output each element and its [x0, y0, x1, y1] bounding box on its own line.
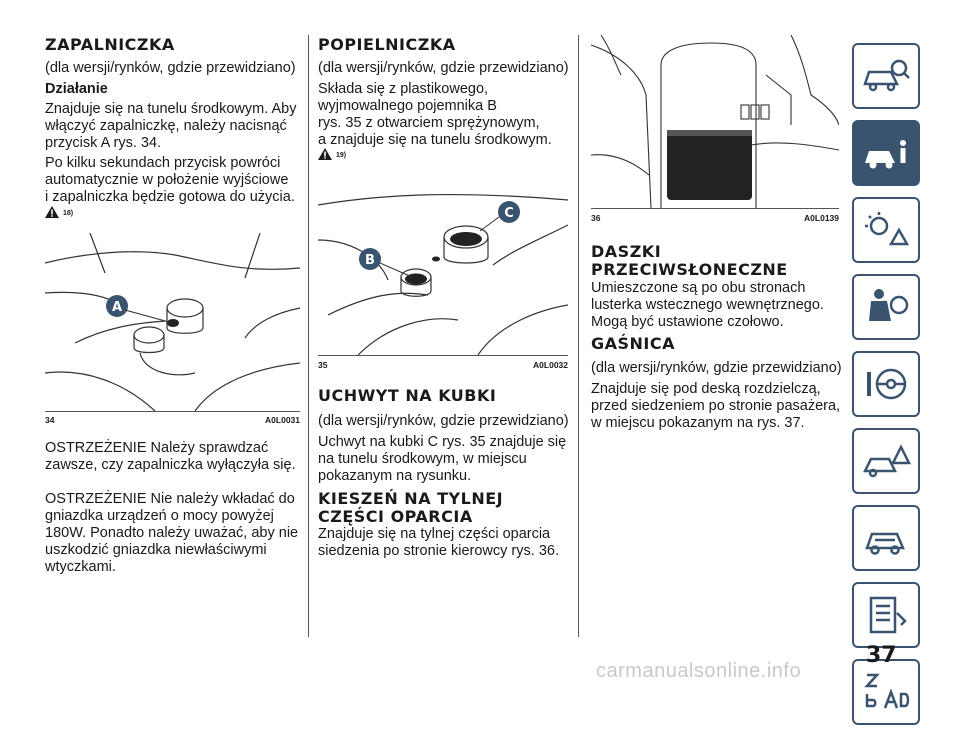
column-divider	[308, 35, 309, 637]
chapter-tab-7[interactable]	[852, 505, 920, 571]
paragraph: Znajduje się pod deską rozdzielczą, prze…	[591, 381, 841, 431]
steering-wheel-icon	[867, 368, 907, 400]
figure-label-b: B	[365, 253, 375, 268]
chapter-tab-8[interactable]	[852, 582, 920, 648]
section-title-lighter: ZAPALNICZKA	[45, 35, 175, 54]
paragraph: Uchwyt na kubki C rys. 35 znajduje się n…	[318, 434, 567, 484]
alphabet-index-icon	[864, 673, 910, 709]
warning-triangle-icon	[45, 206, 59, 218]
figure-caption-35: 35 A0L0032	[318, 360, 568, 370]
warning-reference: 19)	[318, 148, 346, 160]
chapter-tab-9[interactable]	[852, 659, 920, 725]
ashtray-cupholder-illustration: B C	[317, 193, 569, 356]
warning-text-1: OSTRZEŻENIE Należy sprawdzać zawsze, czy…	[45, 440, 296, 473]
car-service-icon	[865, 532, 905, 555]
chapter-tab-2-active[interactable]	[852, 120, 920, 186]
section-title-ashtray: POPIELNICZKA	[318, 35, 456, 54]
paragraph: Znajduje się na tunelu środkowym. Aby wł…	[45, 101, 297, 151]
paragraph: Znajduje się na tylnej części oparcia si…	[318, 526, 559, 559]
chapter-tab-5[interactable]	[852, 351, 920, 417]
figure-35: B C	[317, 185, 569, 356]
section-title-extinguisher: GAŚNICA	[591, 334, 676, 353]
car-search-icon	[863, 59, 910, 92]
warning-lights-icon	[865, 212, 910, 246]
figure-caption-34: 34 A0L0031	[45, 415, 300, 425]
warning-reference: 18)	[45, 206, 73, 218]
page-number: 37	[866, 643, 897, 668]
car-warning-triangle-icon	[862, 444, 911, 478]
paragraph: Umieszczone są po obu stronach lusterka …	[591, 280, 824, 330]
paragraph: Po kilku sekundach przycisk powróci auto…	[45, 155, 295, 205]
column-divider	[578, 35, 579, 637]
car-info-icon	[865, 140, 906, 169]
watermark: carmanualsonline.info	[596, 660, 802, 682]
chapter-tab-3[interactable]	[852, 197, 920, 263]
figure-label-a: A	[112, 300, 122, 315]
seatback-pocket-illustration	[590, 34, 840, 209]
chapter-sidebar	[852, 43, 924, 736]
chapter-tab-4[interactable]	[852, 274, 920, 340]
variant-note: (dla wersji/rynków, gdzie przewidziano)	[591, 360, 842, 376]
warning-triangle-icon	[318, 148, 332, 160]
section-title-sun-visors: DASZKI PRZECIWSŁONECZNE	[591, 242, 788, 279]
section-title-cupholder: UCHWYT NA KUBKI	[318, 386, 497, 405]
figure-36	[590, 34, 840, 209]
chapter-tab-1[interactable]	[852, 43, 920, 109]
paragraph: Składa się z plastikowego, wyjmowalnego …	[318, 81, 552, 148]
chapter-tab-6[interactable]	[852, 428, 920, 494]
warning-text-2: OSTRZEŻENIE Nie należy wkładać do gniazd…	[45, 491, 299, 575]
figure-34: A	[44, 232, 301, 412]
figure-caption-36: 36 A0L0139	[591, 213, 839, 223]
section-title-seatback-pocket: KIESZEŃ NA TYLNEJ CZĘŚCI OPARCIA	[318, 489, 504, 526]
subheading-operation: Działanie	[45, 81, 108, 97]
seatbelt-airbag-icon	[869, 289, 909, 321]
variant-note: (dla wersji/rynków, gdzie przewidziano)	[45, 60, 296, 76]
figure-label-c: C	[504, 206, 514, 221]
variant-note: (dla wersji/rynków, gdzie przewidziano)	[318, 60, 569, 76]
document-list-icon	[869, 596, 907, 634]
lighter-illustration: A	[44, 232, 301, 412]
variant-note: (dla wersji/rynków, gdzie przewidziano)	[318, 413, 569, 429]
